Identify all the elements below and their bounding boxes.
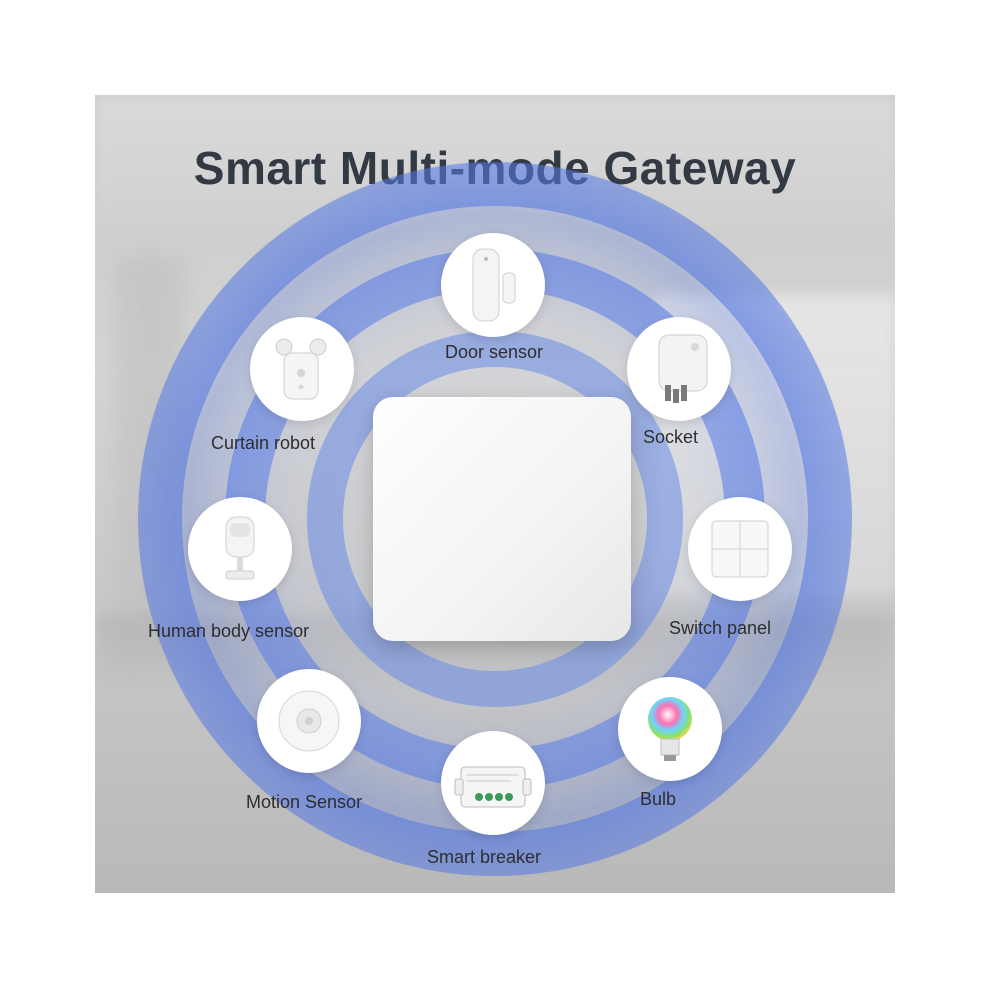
motion-sensor-icon bbox=[257, 669, 361, 773]
device-label-smart-breaker: Smart breaker bbox=[427, 847, 542, 867]
bulb-icon bbox=[618, 677, 722, 781]
socket-icon bbox=[627, 317, 731, 421]
device-label-motion-sensor: Motion Sensor bbox=[246, 792, 363, 812]
human-body-sensor-icon bbox=[188, 497, 292, 601]
device-label-curtain-robot: Curtain robot bbox=[211, 433, 316, 453]
device-label-socket: Socket bbox=[643, 427, 699, 447]
device-label-human-body-sensor: Human body sensor bbox=[148, 621, 310, 641]
device-label-bulb: Bulb bbox=[640, 789, 677, 809]
switch-panel-icon bbox=[688, 497, 792, 601]
device-label-switch-panel: Switch panel bbox=[669, 618, 772, 638]
device-label-door-sensor: Door sensor bbox=[445, 342, 544, 362]
smart-breaker-icon bbox=[441, 731, 545, 835]
product-banner: Smart Multi-mode Gateway Door sensor Soc… bbox=[95, 95, 895, 893]
gateway-hub bbox=[373, 397, 631, 641]
curtain-robot-icon bbox=[250, 317, 354, 421]
door-sensor-icon bbox=[441, 233, 545, 337]
